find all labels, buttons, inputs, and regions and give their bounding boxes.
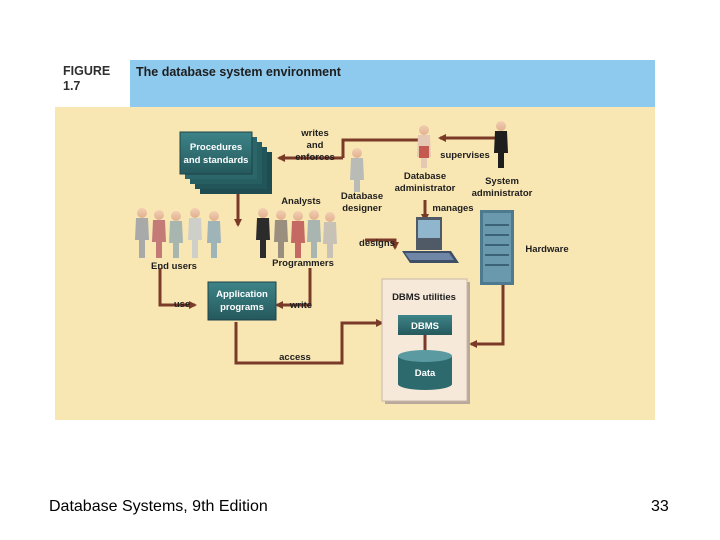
write-arrow bbox=[275, 268, 312, 309]
end-users-group bbox=[135, 208, 221, 258]
writes-connector bbox=[341, 138, 425, 158]
dbms-utilities-panel: DBMS utilities DBMS Data bbox=[381, 278, 470, 404]
data-label: Data bbox=[415, 368, 436, 379]
server-icon bbox=[480, 210, 514, 285]
procedures-label-line1: Procedures bbox=[190, 142, 242, 153]
footer-text: Database Systems, 9th Edition bbox=[49, 498, 268, 515]
designs-arrow bbox=[365, 238, 399, 250]
database-administrator-figure bbox=[417, 125, 431, 168]
figure-title: The database system environment bbox=[136, 65, 341, 79]
programmers-label: Programmers bbox=[272, 258, 334, 269]
figure-label-box: FIGURE 1.7 bbox=[55, 60, 130, 107]
end-users-label: End users bbox=[151, 261, 197, 272]
designs-label: designs bbox=[359, 238, 395, 249]
application-label-line1: Application bbox=[216, 289, 268, 300]
database-administrator-label-line2: administrator bbox=[395, 183, 456, 194]
access-label: access bbox=[279, 352, 311, 363]
data-cylinder bbox=[398, 350, 452, 390]
procedures-label-line2: and standards bbox=[184, 155, 249, 166]
dbms-box bbox=[398, 315, 452, 335]
application-programs-box: Application programs bbox=[207, 281, 277, 321]
use-arrow bbox=[158, 268, 197, 309]
figure-label: FIGURE bbox=[63, 64, 111, 78]
figure-panel: FIGURE 1.7 The database system environme… bbox=[55, 60, 655, 420]
database-administrator-label-line1: Database bbox=[404, 171, 446, 182]
use-label: use bbox=[174, 299, 190, 310]
diagram-canvas: Procedures and standards DBMS utilities … bbox=[135, 121, 569, 404]
person-icon bbox=[169, 211, 183, 258]
application-label-line2: programs bbox=[220, 302, 264, 313]
flow-arrows bbox=[158, 134, 505, 365]
person-icon bbox=[256, 208, 270, 258]
enforces-label: enforces bbox=[295, 152, 335, 163]
programmers-group bbox=[256, 208, 337, 258]
figure-number: 1.7 bbox=[63, 79, 81, 93]
person-icon bbox=[152, 210, 166, 258]
writes-label: writes bbox=[300, 128, 328, 139]
supervises-label: supervises bbox=[440, 150, 490, 161]
dbms-label: DBMS bbox=[411, 321, 439, 332]
database-designer-label-line2: designer bbox=[342, 203, 382, 214]
system-administrator-label-line1: System bbox=[485, 176, 519, 187]
write-label: write bbox=[289, 300, 312, 311]
analysts-label: Analysts bbox=[281, 196, 321, 207]
database-designer-figure bbox=[350, 148, 364, 192]
workstation-icon bbox=[402, 217, 459, 263]
access-arrow bbox=[234, 319, 384, 365]
page-number: 33 bbox=[651, 498, 669, 515]
person-icon bbox=[207, 211, 221, 258]
person-icon bbox=[135, 208, 149, 258]
manages-label: manages bbox=[432, 203, 473, 214]
hardware-arrow bbox=[469, 263, 505, 348]
database-designer-label-line1: Database bbox=[341, 191, 383, 202]
person-icon bbox=[291, 211, 305, 258]
person-icon bbox=[188, 208, 202, 258]
dbms-utilities-label: DBMS utilities bbox=[392, 292, 456, 303]
and-label: and bbox=[307, 140, 324, 151]
system-administrator-figure bbox=[494, 121, 508, 168]
system-administrator-label-line2: administrator bbox=[472, 188, 533, 199]
figure-header bbox=[55, 60, 655, 107]
procedures-box: Procedures and standards bbox=[179, 131, 272, 194]
person-icon bbox=[274, 210, 288, 258]
hardware-label: Hardware bbox=[525, 244, 568, 255]
person-icon bbox=[323, 212, 337, 258]
person-icon bbox=[307, 210, 321, 258]
